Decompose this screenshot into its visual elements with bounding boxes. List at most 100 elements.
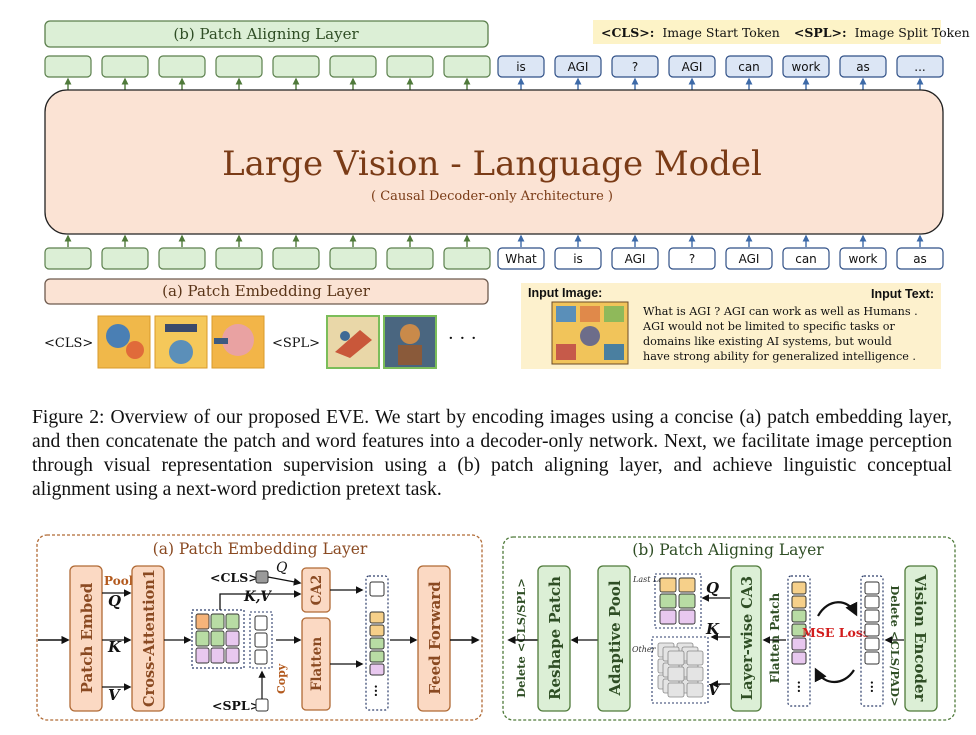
br-reshape-patch-label: Reshape Patch: [546, 576, 564, 700]
br-last-cell: [678, 609, 696, 625]
bl-q2-label: Q: [276, 560, 288, 576]
br-seq-cell: [791, 637, 807, 651]
output-text-token-label: AGI: [568, 60, 589, 74]
bl-seq-cell: [369, 663, 385, 676]
br-seq-cell: [791, 651, 807, 665]
output-text-token-label: is: [516, 60, 526, 74]
input-visual-token: [443, 247, 491, 270]
bl-kv-label: K,V: [243, 589, 272, 605]
legend-spl-token: <SPL>:: [794, 25, 847, 40]
br-seq-cell: [791, 595, 807, 609]
model-title: Large Vision - Language Model: [222, 144, 762, 184]
input-text-token-label: ?: [689, 252, 695, 266]
image-patches-group-2: [326, 315, 437, 369]
br-seq-cell: [791, 623, 807, 637]
output-visual-token: [44, 55, 92, 78]
output-visual-tokens: [44, 55, 491, 78]
br-vision-encoder-box: [904, 565, 938, 712]
output-text-token-label: ?: [632, 60, 638, 74]
br-other-cell: [686, 650, 704, 666]
output-visual-token: [329, 55, 377, 78]
figure-caption: Figure 2: Overview of our proposed EVE. …: [32, 407, 952, 500]
br-other-layers-stack: [657, 642, 704, 698]
br-other-cell: [667, 682, 685, 698]
br-seq-cell: [864, 651, 880, 665]
output-text-token: [497, 55, 545, 78]
br-seq-cell: [864, 623, 880, 637]
br-seq-cell: [864, 595, 880, 609]
output-text-token-label: as: [856, 60, 870, 74]
br-k-label: K: [705, 620, 720, 638]
output-visual-token: [443, 55, 491, 78]
bl-v-label: V: [108, 686, 121, 704]
output-text-token: [896, 55, 944, 78]
spl-label: <SPL>: [272, 336, 320, 351]
bl-copy-label: Copy: [275, 663, 288, 694]
br-mse-loss: MSE Loss: [802, 601, 870, 684]
output-arrows: [64, 77, 924, 90]
patch-embedding-layer-box: [44, 278, 489, 305]
bl-q-label: Q: [108, 592, 121, 610]
bl-grid-cell: [225, 630, 240, 647]
input-text-token: [668, 247, 716, 270]
output-text-token: [611, 55, 659, 78]
input-text-line: domains like existing AI systems, but wo…: [643, 335, 892, 348]
input-visual-token: [158, 247, 206, 270]
br-flatten-patch-label: Flatten Patch: [768, 592, 782, 683]
input-visual-token: [329, 247, 377, 270]
br-right-sequence: [864, 581, 880, 665]
br-other-cell: [686, 666, 704, 682]
bl-seq-cell: [369, 581, 385, 597]
br-delete-cls-spl: Delete <CLS/SPL>: [514, 578, 528, 698]
input-visual-token: [101, 247, 149, 270]
input-text-line: have strong ability for generalized inte…: [643, 350, 916, 363]
patch-embedding-layer-title: (a) Patch Embedding Layer: [162, 282, 371, 300]
bl-flatten-label: Flatten: [309, 637, 325, 692]
input-text-token: [782, 247, 830, 270]
output-visual-token: [101, 55, 149, 78]
legend-text: <CLS>: Image Start Token <SPL>: Image Sp…: [601, 25, 970, 40]
br-left-sequence: [791, 581, 807, 665]
legend-spl-desc: Image Split Token: [855, 25, 970, 40]
image-patches-group-1: [97, 315, 265, 369]
legend-cls-desc: Image Start Token: [662, 25, 780, 40]
br-title: (b) Patch Aligning Layer: [632, 541, 824, 559]
br-left-dots: ···: [792, 680, 806, 693]
br-layerwise-ca3-label: Layer-wise CA3: [739, 576, 756, 700]
bl-spl-token: [255, 698, 269, 712]
output-text-token-label: ...: [914, 60, 925, 74]
br-seq-cell: [864, 609, 880, 623]
input-arrows: [64, 234, 924, 247]
input-text-token: [554, 247, 602, 270]
bl-grid-cell: [195, 630, 210, 647]
output-visual-token: [215, 55, 263, 78]
input-text-body: What is AGI ? AGI can work as well as Hu…: [642, 305, 918, 363]
bl-title: (a) Patch Embedding Layer: [153, 540, 368, 558]
br-other-cell: [667, 650, 685, 666]
bl-cross-attention-box: [131, 565, 165, 712]
bl-output-sequence-frame: [365, 575, 389, 711]
bl-cross-attention-label: Cross-Attention1: [141, 569, 158, 707]
input-text-token-label: as: [913, 252, 927, 266]
input-text-token-label: AGI: [739, 252, 760, 266]
bl-frame: [36, 534, 483, 721]
bl-grid-cell: [225, 647, 240, 664]
input-image-thumbnail: [551, 301, 629, 365]
br-frame: [502, 536, 956, 721]
br-last-layer-grid-frame: [654, 573, 702, 629]
bl-patch-embed-box: [69, 565, 103, 712]
model-subtitle: ( Causal Decoder-only Architecture ): [371, 189, 613, 204]
br-delete-cls-pad: Delete <CLS/PAD>: [888, 585, 902, 706]
br-last-cell: [678, 577, 696, 593]
bl-output-sequence: [369, 581, 385, 676]
bl-cls-token: [255, 570, 269, 584]
bl-output-dots: ···: [369, 684, 383, 697]
br-last-cell: [659, 609, 677, 625]
bl-ca2-label: CA2: [309, 575, 325, 606]
input-text-token: [497, 247, 545, 270]
br-other-layers-frame: [651, 636, 709, 704]
input-text-token: [725, 247, 773, 270]
bl-k-label: K: [107, 638, 122, 656]
bl-seq-cell: [369, 611, 385, 624]
br-last-cell: [659, 593, 677, 609]
